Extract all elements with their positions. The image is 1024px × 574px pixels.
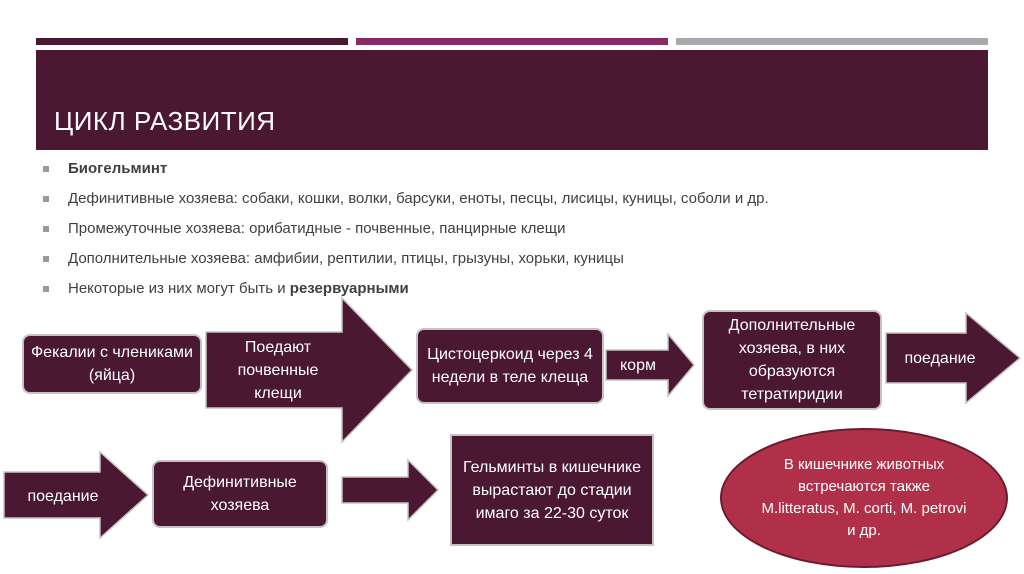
title-banner: ЦИКЛ РАЗВИТИЯ [36,50,988,150]
cysticercoid-box: Цистоцеркоид через 4 недели в теле клеща [416,328,604,404]
bullet-item: Биогельминт [40,158,940,188]
bullet-marker-icon [43,256,49,262]
arrow-eating-2 [3,450,150,540]
top-bar-1 [36,38,348,45]
bullet-marker-icon [43,226,49,232]
helminths-grow-box: Гельминты в кишечнике вырастают до стади… [450,434,654,546]
bullet-marker-icon [43,166,49,172]
slide-title: ЦИКЛ РАЗВИТИЯ [54,106,276,136]
bullet-text: Дополнительные хозяева: амфибии, рептили… [68,250,624,267]
feed-label: корм [620,356,656,374]
bullet-text: Некоторые из них могут быть и [68,280,290,297]
top-bar-3 [676,38,988,45]
arrow-to-helminths [341,458,440,522]
eating-label-2: поедание [27,487,99,505]
arrow-eating-1 [885,311,1022,405]
arrow-eaten-by-mites [205,296,414,444]
bullet-item: Промежуточные хозяева: орибатидные - поч… [40,218,940,248]
eating-label-1: поедание [904,349,976,367]
bullet-list: Биогельминт Дефинитивные хозяева: собаки… [40,158,940,308]
bullet-bold-text: резервуарными [289,280,409,297]
arrow-feed [605,331,695,399]
bullet-marker-icon [43,196,49,202]
bullet-item: Дополнительные хозяева: амфибии, рептили… [40,248,940,278]
bullet-text: Промежуточные хозяева: орибатидные - поч… [68,220,566,237]
eaten-by-mites-label: Поедают почвенные клещи [237,338,319,402]
bullet-marker-icon [43,286,49,292]
definitive-hosts-box: Дефинитивные хозяева [152,460,328,528]
top-bar-2 [356,38,668,45]
note-oval: В кишечнике животных встречаются также M… [720,428,1008,568]
additional-hosts-box: Дополнительные хозяева, в них образуются… [702,310,882,410]
bullet-item: Некоторые из них могут быть и резервуарн… [40,278,940,308]
feces-box: Фекалии с члениками (яйца) [22,334,202,394]
bullet-item: Дефинитивные хозяева: собаки, кошки, вол… [40,188,940,218]
bullet-text: Дефинитивные хозяева: собаки, кошки, вол… [68,190,769,207]
bullet-text: Биогельминт [68,160,168,177]
